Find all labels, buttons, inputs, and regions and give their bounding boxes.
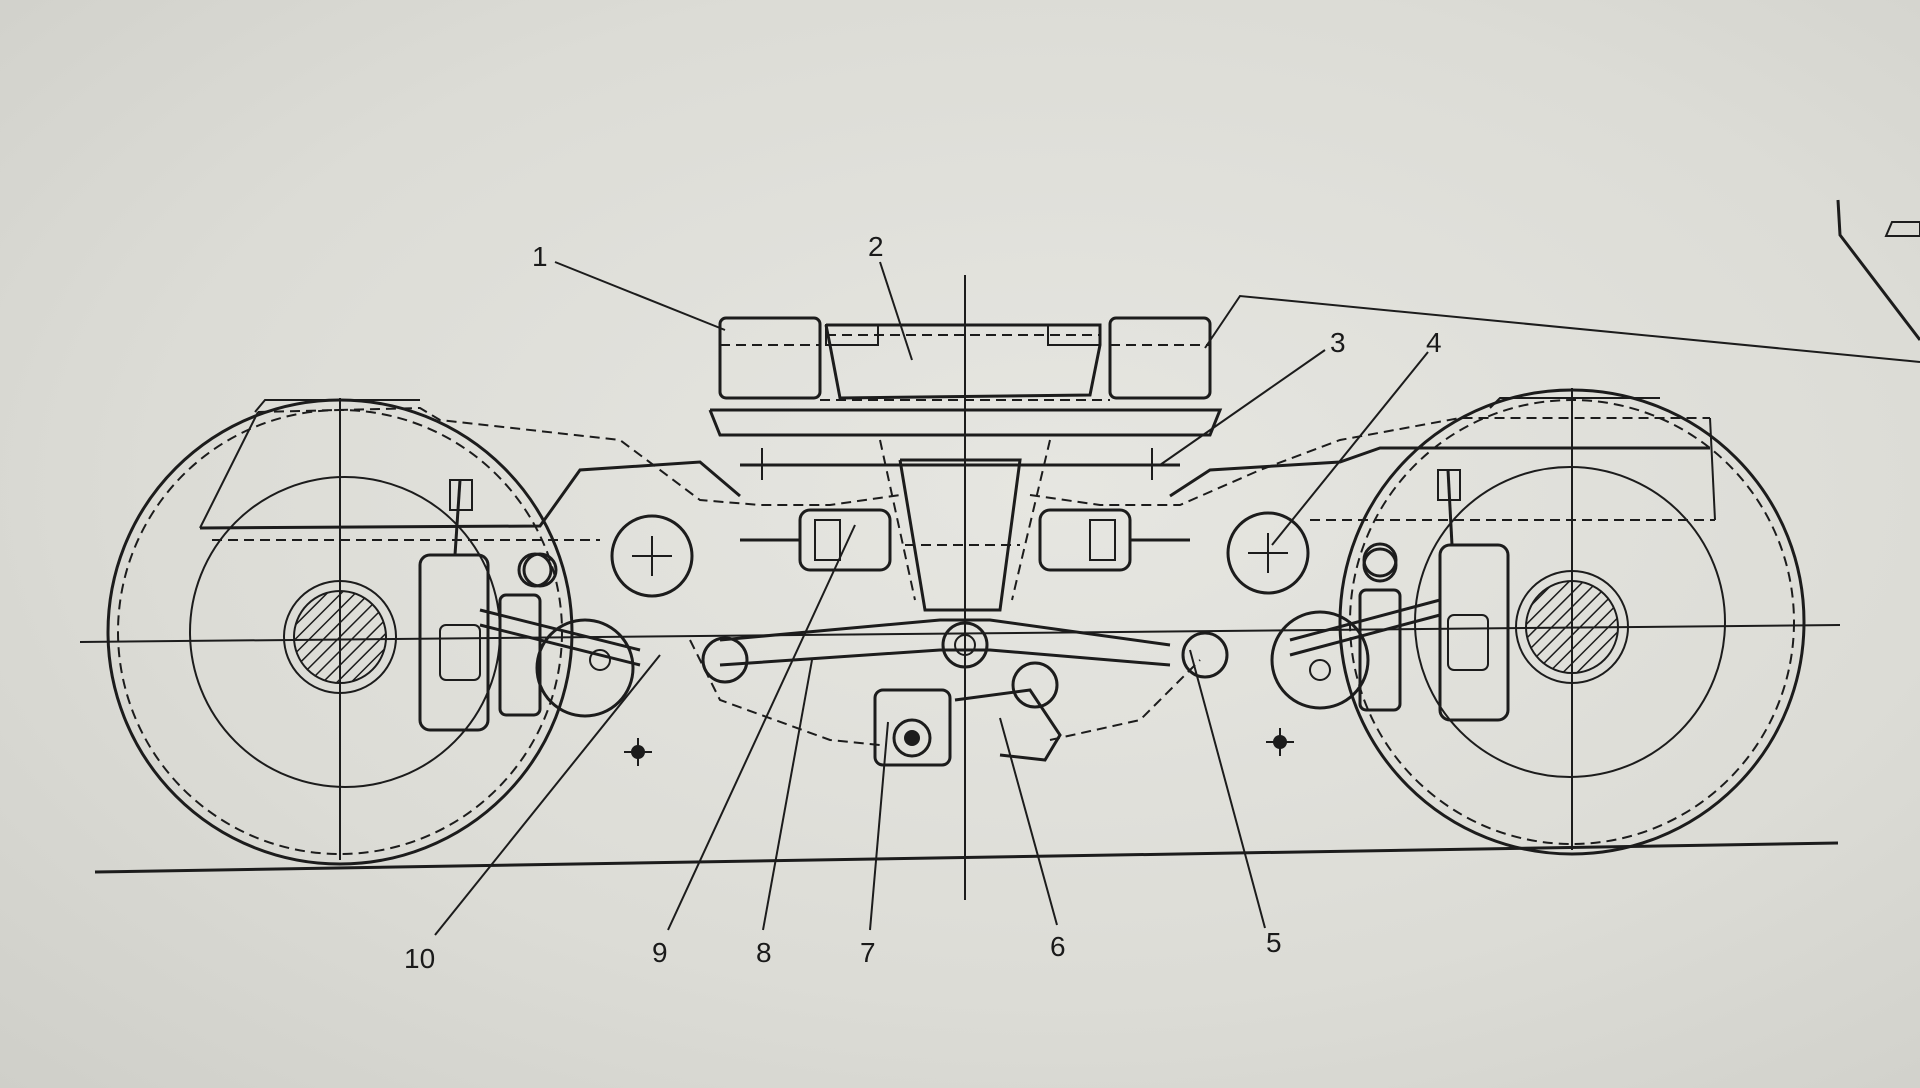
leader-7 bbox=[869, 721, 889, 931]
left-primary-pad bbox=[610, 514, 694, 598]
callout-5: 5 bbox=[1266, 927, 1282, 958]
leader-1 bbox=[554, 261, 726, 331]
leader-4 bbox=[1271, 351, 1429, 546]
leader-5 bbox=[1189, 649, 1266, 929]
rail-line bbox=[94, 841, 1839, 874]
right-damper-body bbox=[1038, 508, 1132, 572]
corner-fragment bbox=[1836, 199, 1920, 341]
callout-labels: 1 2 3 4 5 6 7 8 9 10 bbox=[404, 231, 1442, 974]
right-primary-pad bbox=[1226, 511, 1310, 595]
leader-3 bbox=[1159, 349, 1326, 466]
side-frame bbox=[199, 397, 1716, 541]
callout-6: 6 bbox=[1050, 931, 1066, 962]
leader-2 bbox=[879, 261, 913, 361]
right-air-spring bbox=[1108, 316, 1212, 400]
dampers bbox=[740, 508, 1190, 572]
callout-10: 10 bbox=[404, 943, 435, 974]
leader-9 bbox=[667, 524, 856, 931]
right-leader-line bbox=[1204, 294, 1920, 363]
callout-1: 1 bbox=[532, 241, 548, 272]
brake-bracket bbox=[689, 639, 1201, 767]
callout-7: 7 bbox=[860, 937, 876, 968]
callout-3: 3 bbox=[1330, 327, 1346, 358]
bolster-assembly bbox=[708, 316, 1223, 612]
left-axlebox-linkage bbox=[418, 479, 641, 732]
callout-2: 2 bbox=[868, 231, 884, 262]
leader-8 bbox=[762, 659, 813, 931]
reference-markers bbox=[624, 728, 1294, 766]
callout-leaders bbox=[434, 261, 1429, 936]
callout-9: 9 bbox=[652, 937, 668, 968]
right-axlebox-linkage bbox=[1270, 469, 1510, 722]
left-air-spring bbox=[718, 316, 822, 400]
leader-10 bbox=[434, 654, 661, 936]
primary-spring-pads bbox=[610, 511, 1310, 598]
leader-6 bbox=[999, 717, 1058, 926]
callout-4: 4 bbox=[1426, 327, 1442, 358]
callout-8: 8 bbox=[756, 937, 772, 968]
left-damper-body bbox=[798, 508, 892, 572]
right-wheelset bbox=[1338, 388, 1806, 856]
